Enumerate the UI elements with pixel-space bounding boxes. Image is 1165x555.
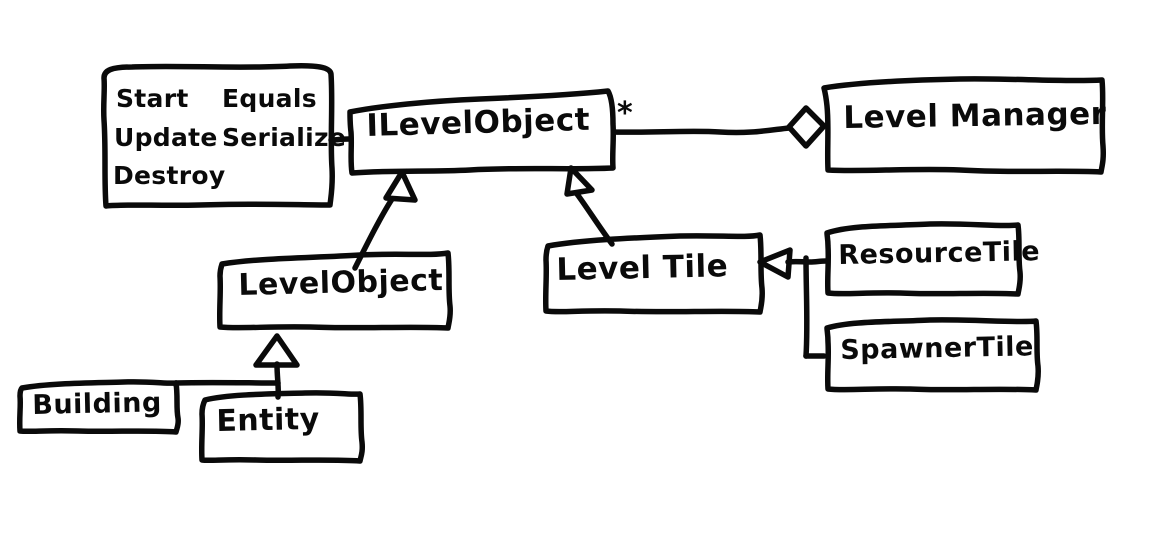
spawnertile-box-outline (824, 317, 1041, 393)
building-label: Building (32, 387, 163, 421)
leveltile-generalization-line (574, 191, 615, 247)
levelobject-generalization-line (352, 193, 397, 271)
levelmanager-box-outline (821, 76, 1106, 175)
levelobject-subclass-arrowhead (253, 333, 300, 368)
ilevelobject-box-outline (347, 88, 617, 176)
resourcetile-label: ResourceTile (838, 236, 1041, 271)
tile-tree-spine (803, 255, 810, 359)
leveltile-box-outline (542, 232, 765, 315)
ilevelobject-label: ILevelObject (366, 101, 591, 144)
leveltile-generalization-arrowhead (564, 165, 595, 197)
levelmanager-label: Level Manager (843, 95, 1107, 136)
aggregation-diamond (786, 105, 827, 149)
entity-label: Entity (216, 401, 321, 439)
tile-tree-branch-resourcetile (785, 258, 829, 265)
spawnertile-label: SpawnerTile (840, 331, 1035, 366)
entity-box-outline (198, 390, 365, 464)
methods-row-0-right: Equals (222, 84, 317, 113)
tile-generalization-arrowhead (757, 247, 793, 280)
methods-to-ilevelobject-line (328, 136, 352, 143)
methods-box-outline (100, 63, 335, 209)
levelobject-label: LevelObject (238, 262, 444, 303)
methods-row-0-left: Start (116, 84, 189, 113)
leveltile-label: Level Tile (556, 248, 729, 288)
levelobject-generalization-arrowhead (383, 169, 418, 203)
methods-row-1-right: Serialize (222, 123, 347, 152)
aggregation-multiplicity: * (617, 96, 633, 131)
methods-row-1-left: Update (114, 123, 218, 152)
levelobject-box-outline (216, 250, 453, 331)
methods-row-2-left: Destroy (113, 161, 226, 190)
aggregation-line (611, 125, 792, 136)
resourcetile-box-outline (824, 221, 1023, 297)
building-box-outline (16, 379, 181, 435)
